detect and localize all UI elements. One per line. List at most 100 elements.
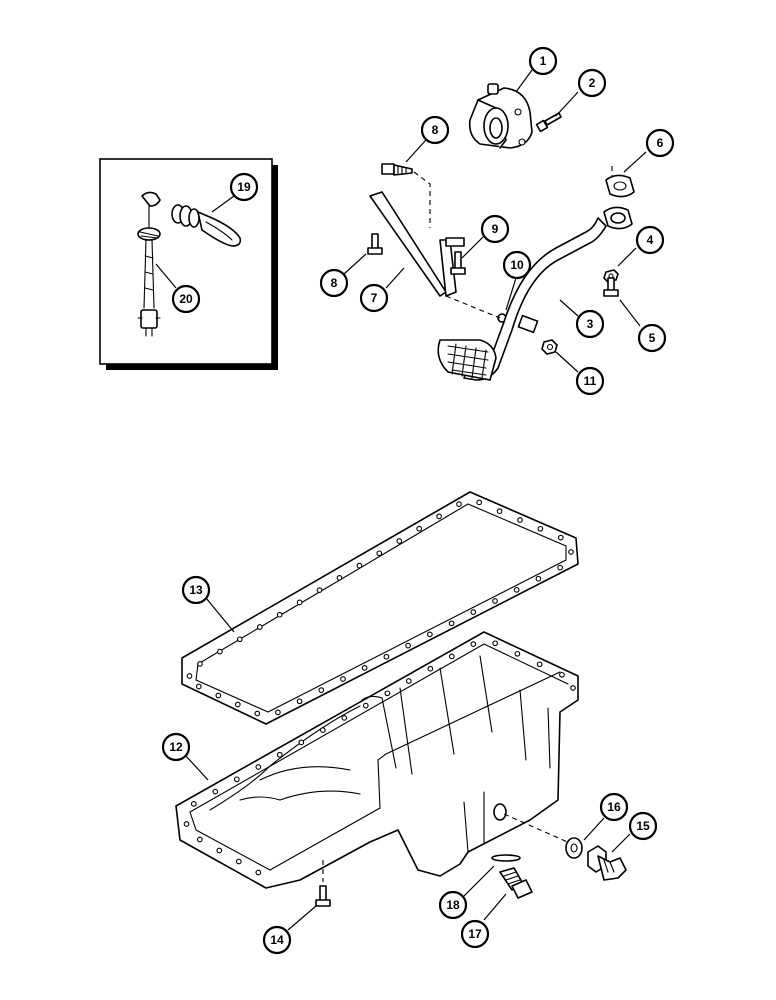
callout-19-label: 19 xyxy=(237,180,251,194)
bracket-bolt-9-icon xyxy=(450,251,466,275)
callout-10-label: 10 xyxy=(510,258,524,272)
callout-14-label: 14 xyxy=(270,933,284,947)
pan-gasket-icon xyxy=(181,491,579,725)
dipstick-plug-icon xyxy=(171,204,242,247)
bolt-hole xyxy=(356,562,363,569)
bolt-hole xyxy=(427,665,434,672)
flange-gasket-icon xyxy=(605,174,635,198)
bolt-hole xyxy=(517,517,523,523)
bolt-hole xyxy=(318,687,325,693)
bolt-hole xyxy=(186,673,193,679)
bolt-hole xyxy=(341,715,348,721)
callout-13: 13 xyxy=(181,575,211,605)
bracket-bolt-icon xyxy=(381,163,413,176)
callout-8-left: 8 xyxy=(319,268,349,298)
callout-8-top: 8 xyxy=(420,115,450,145)
callout-12: 12 xyxy=(161,732,191,762)
callout-7-label: 7 xyxy=(371,291,378,305)
bolt-hole xyxy=(195,683,202,690)
callout-5: 5 xyxy=(637,323,667,353)
bolt-hole xyxy=(362,702,369,709)
bolt-hole xyxy=(448,653,455,660)
callout-3: 3 xyxy=(575,309,605,339)
callout-17-label: 17 xyxy=(468,927,482,941)
bolt-hole xyxy=(336,575,343,581)
bolt-hole xyxy=(254,710,261,717)
drain-fitting-icon xyxy=(499,867,533,899)
callout-18: 18 xyxy=(438,890,468,920)
drain-plug-icon xyxy=(587,845,627,881)
pipe-bolt-icon xyxy=(603,277,619,297)
callout-4: 4 xyxy=(635,225,665,255)
bolt-hole xyxy=(276,751,283,758)
bolt-hole xyxy=(427,631,433,638)
dipstick-icon xyxy=(137,191,161,337)
oil-pan-icon xyxy=(175,631,579,889)
callout-15-label: 15 xyxy=(636,819,650,833)
o-ring-icon xyxy=(491,854,521,862)
callout-15: 15 xyxy=(628,811,658,841)
callout-1: 1 xyxy=(528,46,558,76)
bolt-hole xyxy=(405,678,412,684)
bolt-hole xyxy=(384,690,391,697)
bolt-hole xyxy=(190,801,197,807)
bolt-hole xyxy=(340,676,346,682)
bolt-hole xyxy=(319,727,326,733)
pan-bolt-icon xyxy=(315,860,331,907)
callout-7: 7 xyxy=(359,283,389,313)
bolt-hole xyxy=(557,564,563,571)
bolt-hole xyxy=(234,701,241,708)
bolt-hole xyxy=(448,620,455,627)
bolt-hole xyxy=(212,788,219,795)
bolt-hole xyxy=(296,698,303,705)
callout-8-left-label: 8 xyxy=(331,276,338,290)
bolt-hole xyxy=(470,609,477,615)
bolt-hole xyxy=(236,636,243,643)
bolt-hole xyxy=(513,587,520,593)
callout-8-top-label: 8 xyxy=(432,123,439,137)
callout-14: 14 xyxy=(262,925,292,955)
suction-pipe-icon xyxy=(437,217,607,381)
bolt-hole xyxy=(476,499,483,506)
bolt-hole xyxy=(376,550,383,557)
bolt-hole xyxy=(535,575,542,582)
bolt-hole xyxy=(217,648,223,655)
callout-17: 17 xyxy=(460,919,490,949)
callout-2: 2 xyxy=(577,68,607,98)
bracket-bolt-lower-icon xyxy=(367,233,383,255)
callout-20-label: 20 xyxy=(179,292,193,306)
bolt-hole xyxy=(196,836,203,843)
bolt-hole xyxy=(383,653,390,660)
bolt-hole xyxy=(255,764,262,770)
bolt-hole xyxy=(296,599,303,606)
callout-4-label: 4 xyxy=(647,233,654,247)
leader-lines xyxy=(155,69,647,931)
bolt-hole xyxy=(256,624,263,630)
drain-washer-icon xyxy=(565,837,583,859)
bolt-hole xyxy=(536,661,543,668)
callout-6-label: 6 xyxy=(657,136,664,150)
callout-11-label: 11 xyxy=(584,374,597,388)
bolt-hole xyxy=(275,709,281,716)
bolt-hole xyxy=(416,525,423,532)
callout-16-label: 16 xyxy=(607,800,621,814)
bolt-hole xyxy=(215,692,222,699)
bolt-hole xyxy=(436,513,442,520)
bolt-hole xyxy=(396,538,403,544)
bolt-hole xyxy=(197,661,203,667)
bolt-hole xyxy=(456,501,462,507)
callout-3-label: 3 xyxy=(587,317,594,331)
bolt-hole xyxy=(559,671,565,678)
bolt-hole xyxy=(492,598,498,604)
pipe-nut-icon xyxy=(541,339,558,355)
callout-6: 6 xyxy=(645,128,675,158)
callout-20: 20 xyxy=(171,284,201,314)
bolt-hole xyxy=(568,549,574,555)
bolt-hole xyxy=(276,611,283,618)
bolt-hole xyxy=(537,525,544,532)
bolt-hole xyxy=(557,534,564,541)
oil-pump-icon xyxy=(468,83,533,149)
callout-5-label: 5 xyxy=(649,331,656,345)
pump-bolt-icon xyxy=(535,112,562,133)
